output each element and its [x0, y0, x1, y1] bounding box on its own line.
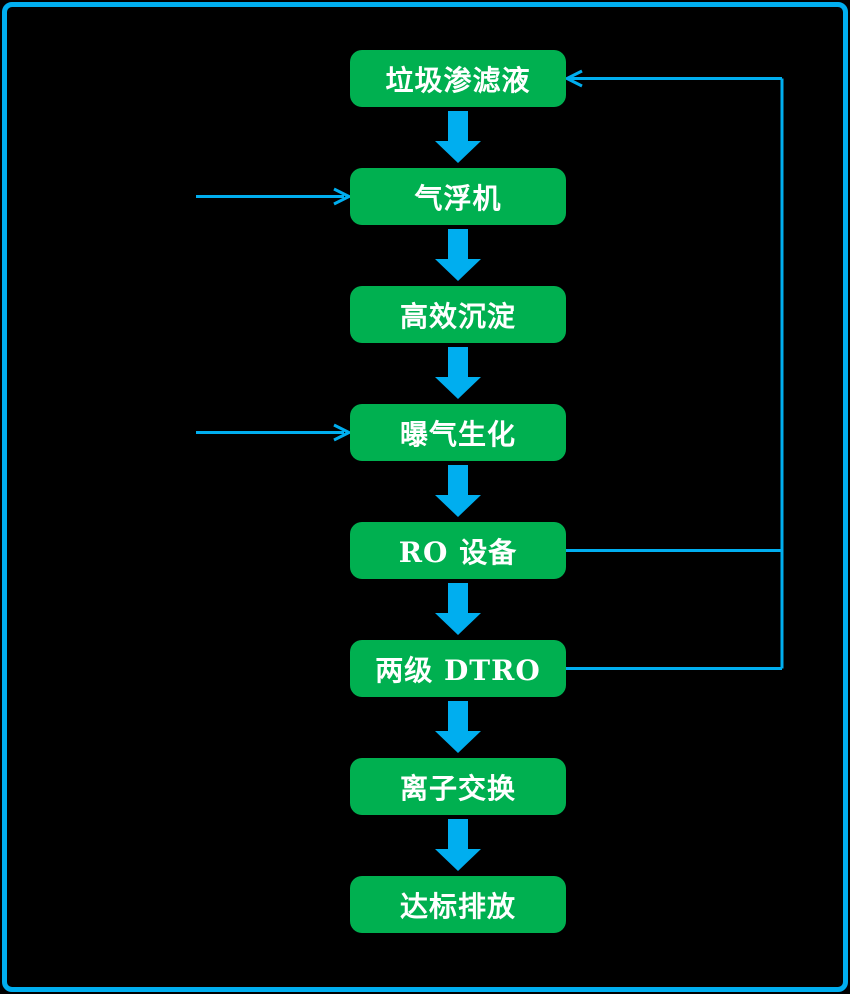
flow-node-ion-exchange: 离子交换 — [350, 758, 566, 815]
flow-node-ro-unit: RO 设备 — [350, 522, 566, 579]
inflow-arrowhead-airflotation — [333, 187, 353, 206]
block-arrow-aeration-to-ro — [435, 465, 481, 517]
flow-node-discharge: 达标排放 — [350, 876, 566, 933]
block-arrow-leachate-to-airflotation — [435, 111, 481, 163]
feedback-arrowhead-leachate — [563, 69, 583, 88]
flow-node-leachate: 垃圾渗滤液 — [350, 50, 566, 107]
block-arrow-dtro-to-ionexchange — [435, 701, 481, 753]
thin-connectors — [196, 69, 784, 670]
block-arrows-down — [435, 111, 481, 871]
flow-node-aeration: 曝气生化 — [350, 404, 566, 461]
block-arrow-ionexchange-to-discharge — [435, 819, 481, 871]
flow-node-dtro: 两级 DTRO — [350, 640, 566, 697]
inflow-arrowhead-aeration — [333, 423, 353, 442]
block-arrow-airflotation-to-sedimentation — [435, 229, 481, 281]
block-arrow-ro-to-dtro — [435, 583, 481, 635]
flow-node-air-flotation: 气浮机 — [350, 168, 566, 225]
flow-node-sedimentation: 高效沉淀 — [350, 286, 566, 343]
block-arrow-sedimentation-to-aeration — [435, 347, 481, 399]
